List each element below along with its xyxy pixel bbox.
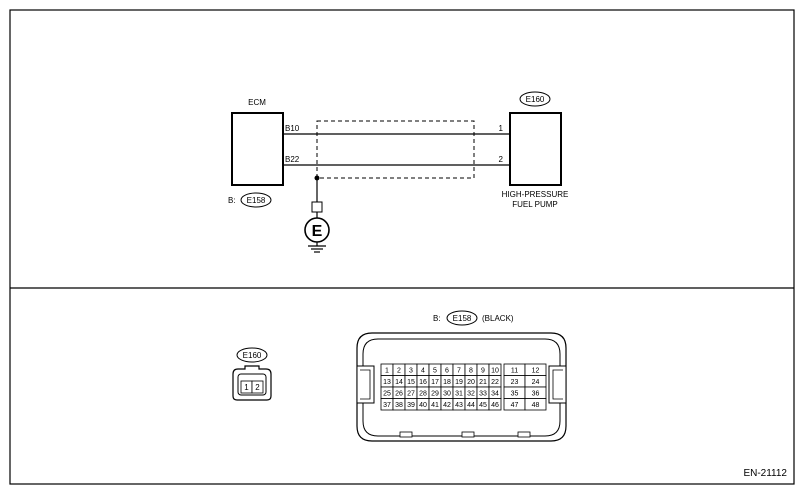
pump-name-line2: FUEL PUMP (512, 200, 558, 209)
e158-pin-number: 40 (419, 402, 427, 409)
e158-pin-number: 4 (421, 368, 425, 375)
e158-lock-left (356, 365, 375, 404)
page-code: EN-21112 (743, 468, 787, 479)
shield-outline (316, 120, 475, 179)
e158-tag: E158 (453, 314, 472, 323)
pump-connector-badge (519, 91, 551, 107)
ecm-label: ECM (248, 98, 266, 107)
e158-lock-right (548, 365, 567, 404)
e158-pin-number: 35 (511, 391, 519, 398)
e158-pin-number: 15 (407, 379, 415, 386)
connector-e160: E160 1 2 (232, 347, 272, 401)
e158-pin-number: 37 (383, 402, 391, 409)
pump-box (509, 112, 562, 186)
e158-color-note: (BLACK) (482, 314, 514, 323)
e158-housing-inner (362, 338, 561, 437)
e160-pin-cell-2 (251, 380, 264, 394)
e158-pin-cell (488, 398, 502, 411)
e158-pin-number: 39 (407, 402, 415, 409)
pump-connector-tag: E160 (526, 95, 545, 104)
e158-pin-number: 18 (443, 379, 451, 386)
ecm-connector-tag: E158 (247, 196, 266, 205)
e158-pin-number: 26 (395, 391, 403, 398)
e158-pin-number: 31 (455, 391, 463, 398)
e158-pin-number: 28 (419, 391, 427, 398)
e158-pin-number: 6 (445, 368, 449, 375)
e158-pin-number: 9 (481, 368, 485, 375)
e158-tab-2 (461, 431, 475, 438)
e158-pin-cell (524, 398, 547, 411)
e158-pin-number: 1 (385, 368, 389, 375)
e158-badge (446, 310, 478, 326)
e158-pin-number: 25 (383, 391, 391, 398)
pump-name-line1: HIGH-PRESSURE (502, 190, 569, 199)
e158-lock-right-detail (552, 369, 563, 400)
e158-tab-3 (517, 431, 531, 438)
ecm-box (231, 112, 284, 186)
e158-pin-number: 48 (532, 402, 540, 409)
e158-pin-number: 12 (532, 368, 540, 375)
e158-pin-number: 2 (397, 368, 401, 375)
e158-pin-number: 13 (383, 379, 391, 386)
ground-symbol: E (312, 223, 323, 240)
ground-terminal (311, 201, 323, 213)
e158-pin-number: 34 (491, 391, 499, 398)
ecm-connector-badge (240, 192, 272, 208)
e160-tag: E160 (243, 351, 262, 360)
e158-pin-number: 24 (532, 379, 540, 386)
e160-pin-2: 2 (255, 383, 260, 392)
e158-pin-number: 20 (467, 379, 475, 386)
wiring-diagram: ECM B10 B22 B: E158 E E160 1 2 HIGH-PRES… (228, 91, 569, 253)
e158-pin-number: 23 (511, 379, 519, 386)
e158-pin-number: 27 (407, 391, 415, 398)
e158-pin-number: 47 (511, 402, 519, 409)
e158-pin-number: 45 (479, 402, 487, 409)
e158-tab-1 (399, 431, 413, 438)
e158-pin-number: 32 (467, 391, 475, 398)
e158-pin-number: 30 (443, 391, 451, 398)
e158-pin-number: 21 (479, 379, 487, 386)
e158-pin-number: 14 (395, 379, 403, 386)
e158-pin-number: 3 (409, 368, 413, 375)
e158-pin-number: 29 (431, 391, 439, 398)
pump-pin-1: 1 (499, 124, 504, 133)
e158-prefix: B: (433, 314, 441, 323)
e158-pin-number: 17 (431, 379, 439, 386)
outer-frame (9, 9, 795, 485)
e158-pin-number: 46 (491, 402, 499, 409)
e158-pin-number: 7 (457, 368, 461, 375)
e160-badge (236, 347, 268, 363)
e158-lock-left-detail (360, 369, 371, 400)
e158-pin-number: 10 (491, 368, 499, 375)
ecm-connector-prefix: B: (228, 196, 236, 205)
e158-pin-number: 22 (491, 379, 499, 386)
pump-pin-2: 2 (499, 155, 504, 164)
e158-pin-number: 42 (443, 402, 451, 409)
e158-pin-number: 19 (455, 379, 463, 386)
e158-pin-number: 41 (431, 402, 439, 409)
ecm-pin-b22: B22 (285, 155, 300, 164)
e158-pin-number: 38 (395, 402, 403, 409)
e158-pin-number: 44 (467, 402, 475, 409)
e158-pin-number: 16 (419, 379, 427, 386)
e158-pin-number: 43 (455, 402, 463, 409)
e158-pin-number: 36 (532, 391, 540, 398)
e158-pin-number: 5 (433, 368, 437, 375)
e158-pin-number: 8 (469, 368, 473, 375)
e158-pin-number: 11 (511, 368, 518, 375)
e160-pin-1: 1 (244, 383, 249, 392)
e158-pin-number: 33 (479, 391, 487, 398)
ecm-pin-b10: B10 (285, 124, 300, 133)
